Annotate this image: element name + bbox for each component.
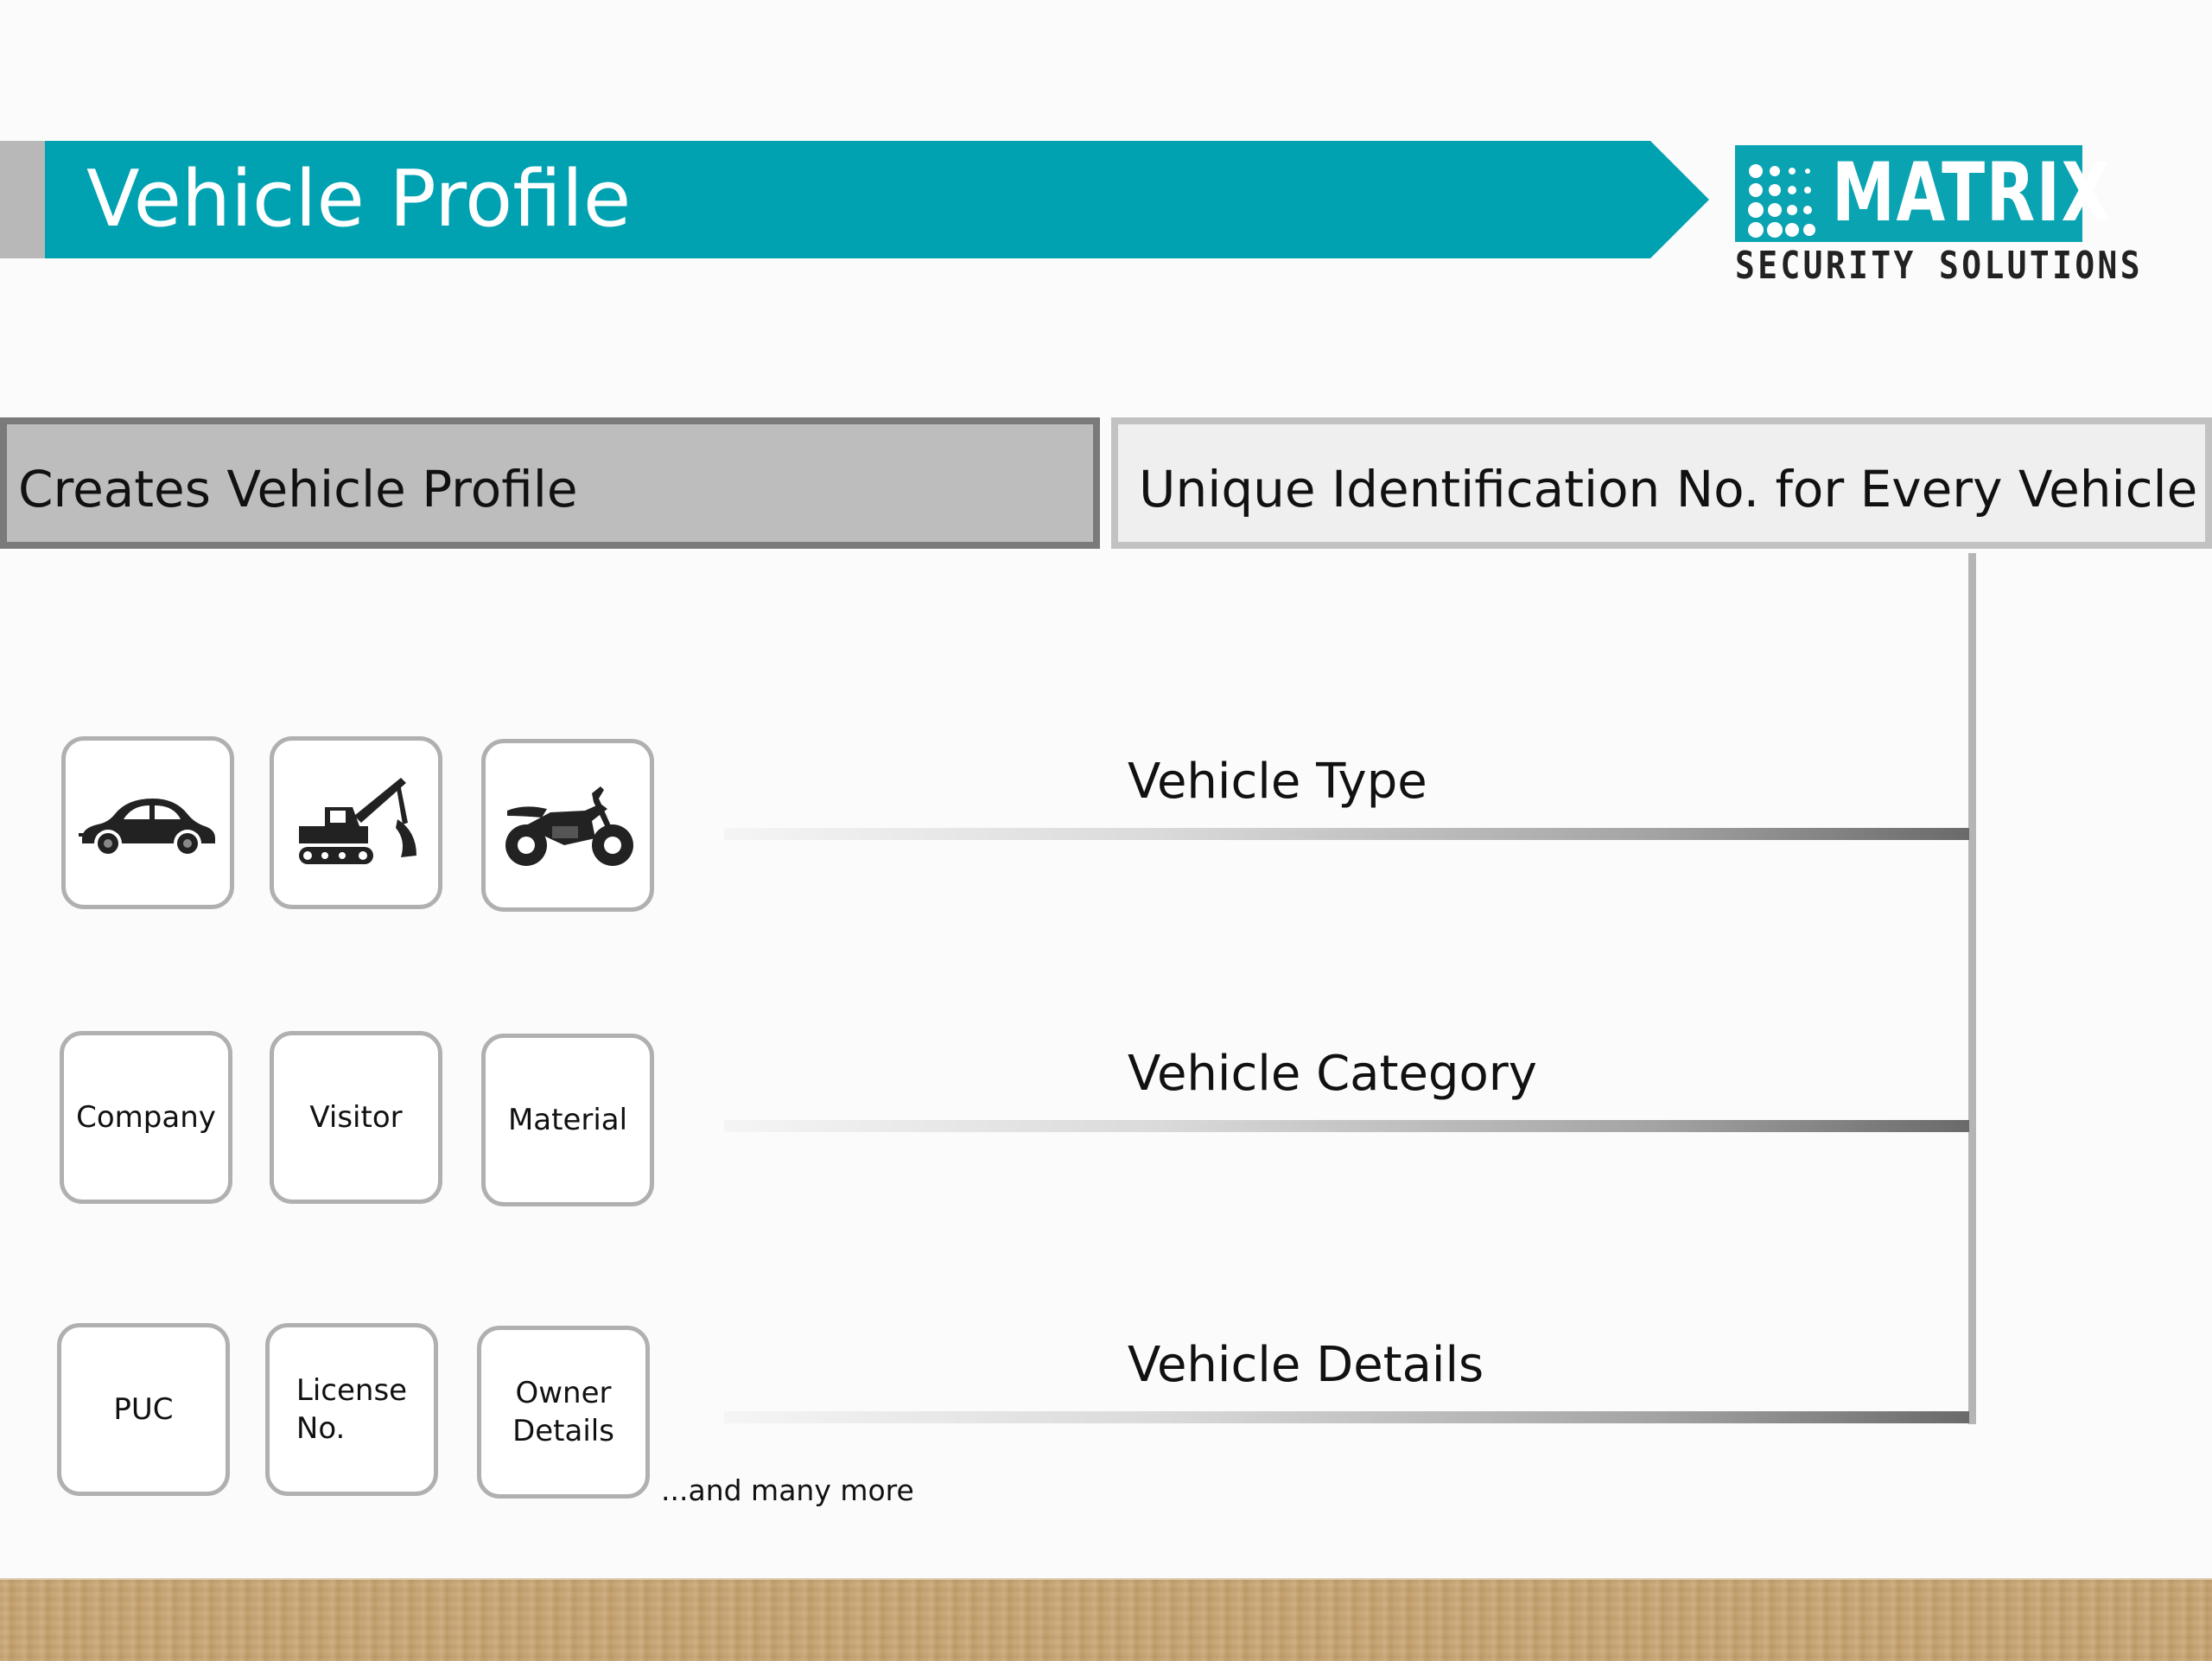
banner-arrow <box>45 141 1709 258</box>
connector-bar-category <box>724 1120 1969 1132</box>
row-label-vehicle-category: Vehicle Category <box>1128 1046 1537 1102</box>
row-label-vehicle-type: Vehicle Type <box>1128 754 1427 810</box>
tile-excavator <box>270 736 442 909</box>
tile-material: Material <box>481 1034 654 1206</box>
footer-texture <box>0 1580 2212 1661</box>
motorcycle-icon <box>505 786 633 866</box>
tile-material-label: Material <box>507 1103 628 1137</box>
right-header-text: Unique Identification No. for Every Vehi… <box>1139 460 2198 519</box>
car-icon <box>79 799 215 854</box>
connector-bar-details <box>724 1411 1969 1423</box>
logo-wordmark: MATRIX <box>1832 146 2112 240</box>
row-label-vehicle-details: Vehicle Details <box>1128 1337 1484 1393</box>
logo-box: MATRIX <box>1735 145 2110 242</box>
title-banner <box>0 141 1709 258</box>
tile-puc-label: PUC <box>113 1392 174 1427</box>
vertical-connector <box>1968 553 1976 1424</box>
tile-motorcycle <box>481 739 654 912</box>
logo-tagline: SECURITY SOLUTIONS <box>1735 244 2143 288</box>
page-title: Vehicle Profile <box>86 154 632 245</box>
footer-band <box>0 1578 2212 1661</box>
tile-car <box>61 736 234 909</box>
logo-dots-icon <box>1748 164 1815 238</box>
tile-license-no: License No. <box>265 1323 438 1496</box>
matrix-logo: MATRIX SECURITY SOLUTIONS <box>1735 138 2140 290</box>
more-note: ...and many more <box>661 1473 914 1507</box>
connector-bar-type <box>724 828 1969 840</box>
tile-visitor: Visitor <box>270 1031 442 1204</box>
left-header-box: Creates Vehicle Profile <box>0 417 1100 549</box>
tile-visitor-label: Visitor <box>309 1100 403 1135</box>
tile-company-label: Company <box>76 1100 216 1135</box>
tile-puc: PUC <box>57 1323 230 1496</box>
tile-company: Company <box>60 1031 232 1204</box>
right-header-box: Unique Identification No. for Every Vehi… <box>1111 417 2212 549</box>
tile-owner-details: Owner Details <box>477 1326 650 1499</box>
banner-edge <box>0 141 45 258</box>
tile-license-no-label: License No. <box>296 1373 408 1446</box>
left-header-text: Creates Vehicle Profile <box>18 460 578 519</box>
tile-owner-details-label: Owner Details <box>512 1376 614 1448</box>
excavator-icon <box>299 778 416 864</box>
